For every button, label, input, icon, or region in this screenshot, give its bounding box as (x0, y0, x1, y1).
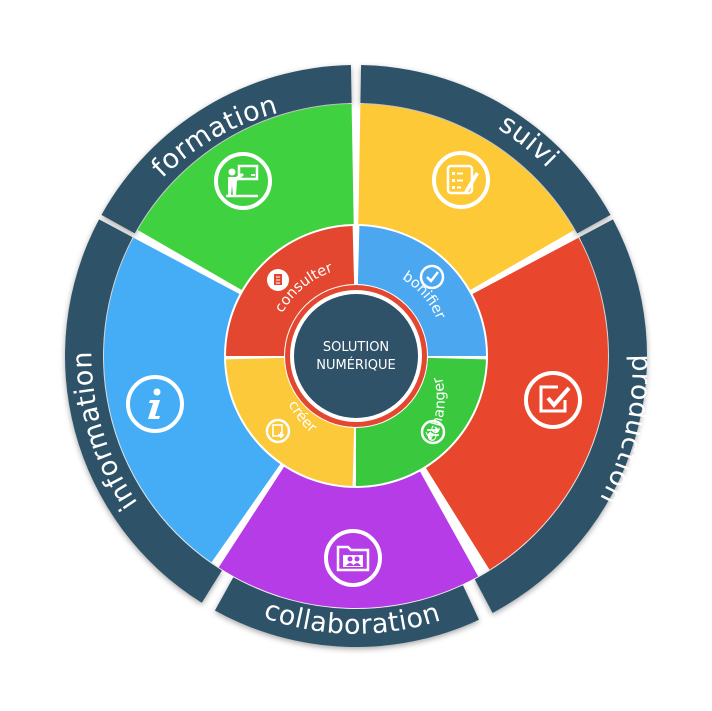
quadrant-consulter (226, 226, 355, 356)
segment-suivi (358, 104, 575, 290)
checklist-edit-icon (432, 151, 490, 209)
document-icon (267, 269, 289, 291)
center-circle (294, 294, 418, 418)
dark-band-suivi (360, 65, 611, 234)
inner-quadrant-ring (226, 226, 486, 486)
center-title-line1: SOLUTION (323, 340, 389, 355)
center-title-line2: NUMÉRIQUE (316, 357, 396, 373)
segment-production (425, 237, 609, 570)
quadrant-creer (226, 357, 355, 486)
dark-band-collaboration (214, 577, 479, 647)
dark-band-production (474, 219, 647, 613)
segment-information (103, 237, 281, 563)
outer-dark-band (64, 65, 647, 647)
teacher-board-icon (214, 152, 272, 210)
contacts-folder-icon (324, 529, 382, 587)
exchange-icon (420, 419, 446, 445)
outer-segment-ring (103, 104, 609, 608)
quadrant-bonifier (357, 226, 486, 356)
new-document-icon (265, 418, 291, 444)
checkmark-icon (419, 264, 445, 290)
info-icon (126, 375, 184, 433)
segment-collaboration (218, 466, 479, 608)
checkbox-export-icon (524, 371, 582, 429)
dark-band-information (64, 219, 222, 603)
dark-band-formation (101, 65, 352, 234)
quadrant-echanger (356, 357, 486, 486)
